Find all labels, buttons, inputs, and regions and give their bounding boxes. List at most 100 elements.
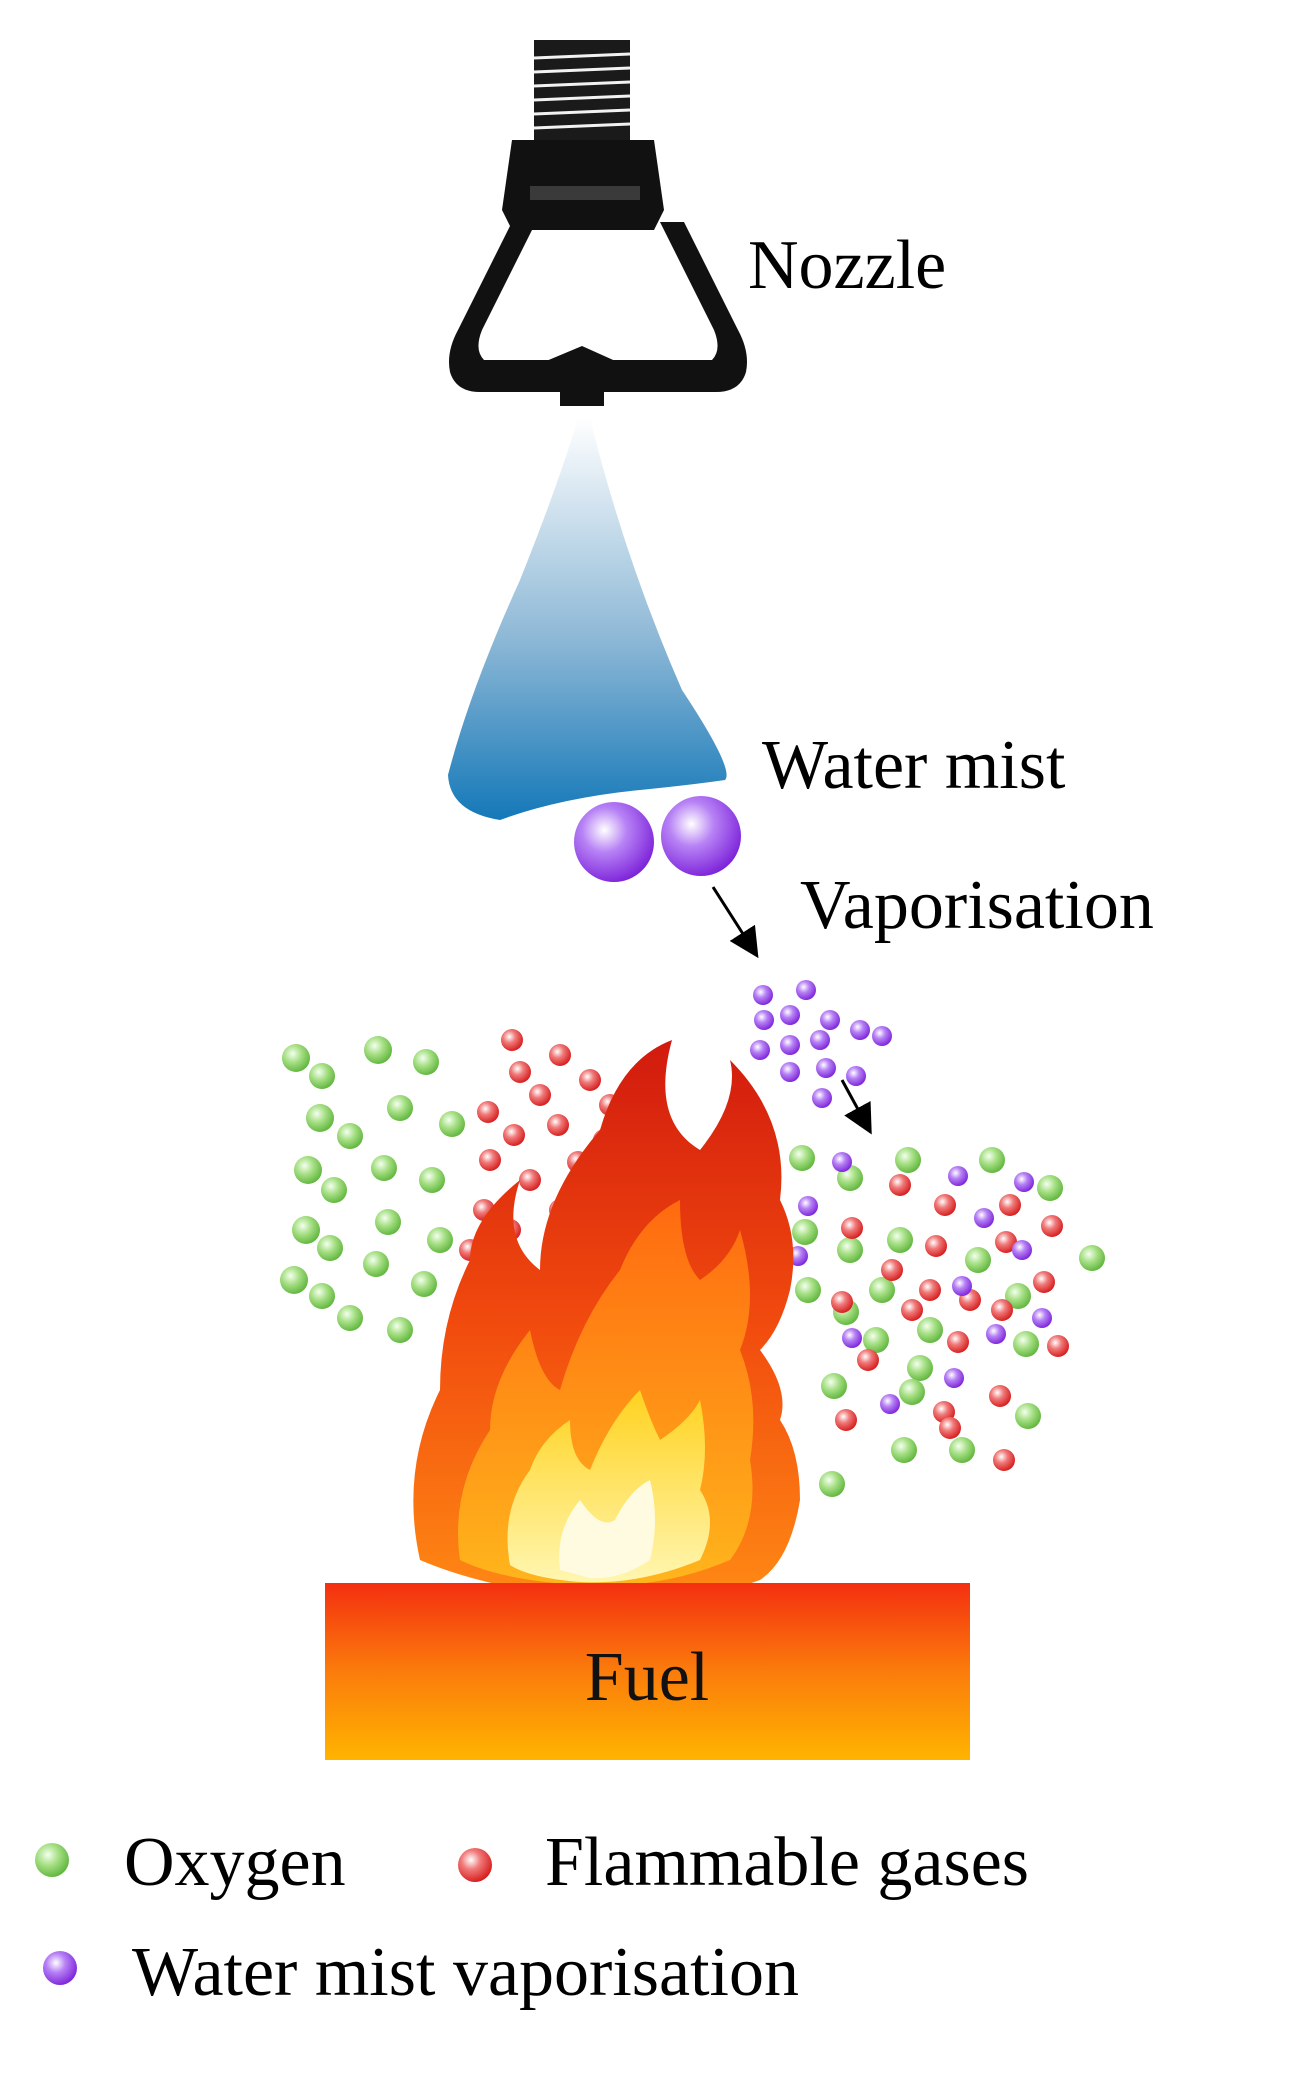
oxygen-particle [837,1237,863,1263]
legend-swatch-vapor [43,1951,77,1985]
oxygen-particle [280,1266,308,1294]
oxygen-particle [979,1147,1005,1173]
flammable-particle [989,1385,1011,1407]
flammable-particle [947,1331,969,1353]
vapor-particle [1014,1172,1034,1192]
oxygen-particle [371,1155,397,1181]
flame-icon [413,1040,800,1603]
legend-label-flammable: Flammable gases [545,1824,1029,1901]
oxygen-particle [413,1049,439,1075]
oxygen-particle [364,1036,392,1064]
flammable-particle [503,1124,525,1146]
flammable-particle [901,1299,923,1321]
vapor-particle [780,1035,800,1055]
oxygen-particle [337,1305,363,1331]
flammable-particle [479,1149,501,1171]
vapor-particle [798,1196,818,1216]
flammable-particle [1033,1271,1055,1293]
flammable-particle [835,1409,857,1431]
oxygen-particle [917,1317,943,1343]
oxygen-particle [1013,1331,1039,1357]
oxygen-particle [887,1227,913,1253]
vapor-particle [1032,1308,1052,1328]
flammable-particle [881,1259,903,1281]
flammable-particle [919,1279,941,1301]
oxygen-particle [1005,1283,1031,1309]
oxygen-particle [819,1471,845,1497]
flammable-particle [519,1169,541,1191]
vapor-particle [1012,1240,1032,1260]
vapor-particle [780,1062,800,1082]
vaporisation-label: Vaporisation [800,867,1154,944]
legend-swatch-flammable [458,1848,492,1882]
flammable-particle [841,1217,863,1239]
flammable-particle [857,1349,879,1371]
vapor-particle [842,1328,862,1348]
legend-label-vapor: Water mist vaporisation [132,1934,799,2011]
oxygen-particle [1037,1175,1063,1201]
oxygen-particle [899,1379,925,1405]
oxygen-particle [363,1251,389,1277]
flammable-particle [501,1029,523,1051]
oxygen-particle [317,1235,343,1261]
oxygen-particle [294,1156,322,1184]
vapor-particle [944,1368,964,1388]
flammable-particle [889,1174,911,1196]
oxygen-particle [309,1283,335,1309]
vapor-particle [948,1166,968,1186]
oxygen-particle [795,1277,821,1303]
oxygen-particle [891,1437,917,1463]
vapor-particle [780,1005,800,1025]
vapor-particle [810,1030,830,1050]
oxygen-particle [949,1437,975,1463]
vapor-particle [753,985,773,1005]
arrow-icon [840,1079,872,1135]
flammable-particle [1047,1335,1069,1357]
flammable-particle [934,1194,956,1216]
arrow-icon [711,886,759,959]
nozzle-icon [449,40,747,406]
oxygen-particle [282,1044,310,1072]
oxygen-particle [419,1167,445,1193]
flammable-particle [1041,1215,1063,1237]
vapor-particle [974,1208,994,1228]
vapor-particle [796,980,816,1000]
flammable-particle [579,1069,601,1091]
oxygen-particle [375,1209,401,1235]
vapor-particle [820,1010,840,1030]
oxygen-particle [321,1177,347,1203]
oxygen-particle [292,1216,320,1244]
oxygen-particle [306,1104,334,1132]
oxygen-particle [387,1317,413,1343]
flammable-particle [529,1084,551,1106]
water-droplets [574,796,741,882]
vapor-particle [952,1276,972,1296]
oxygen-particle [427,1227,453,1253]
oxygen-particle [821,1373,847,1399]
vapor-particle [880,1394,900,1414]
legend-swatch-oxygen [35,1843,69,1877]
flammable-particle [547,1114,569,1136]
flammable-particle [509,1061,531,1083]
flammable-particle [993,1449,1015,1471]
legend: Oxygen Flammable gases Water mist vapori… [35,1824,1029,2011]
oxygen-particle [411,1271,437,1297]
vapor-particle [872,1026,892,1046]
oxygen-particle [337,1123,363,1149]
oxygen-particle [895,1147,921,1173]
flammable-particle [477,1101,499,1123]
oxygen-particle [869,1277,895,1303]
legend-label-oxygen: Oxygen [124,1824,346,1901]
flammable-particle [991,1299,1013,1321]
vapor-particle [750,1040,770,1060]
oxygen-particle [439,1111,465,1137]
oxygen-particle [965,1247,991,1273]
oxygen-particle [1015,1403,1041,1429]
water-mist-label: Water mist [762,727,1066,804]
vapor-particle [812,1088,832,1108]
fuel-label: Fuel [585,1639,709,1716]
oxygen-particle [309,1063,335,1089]
flammable-particle [549,1044,571,1066]
flammable-particle [999,1194,1021,1216]
